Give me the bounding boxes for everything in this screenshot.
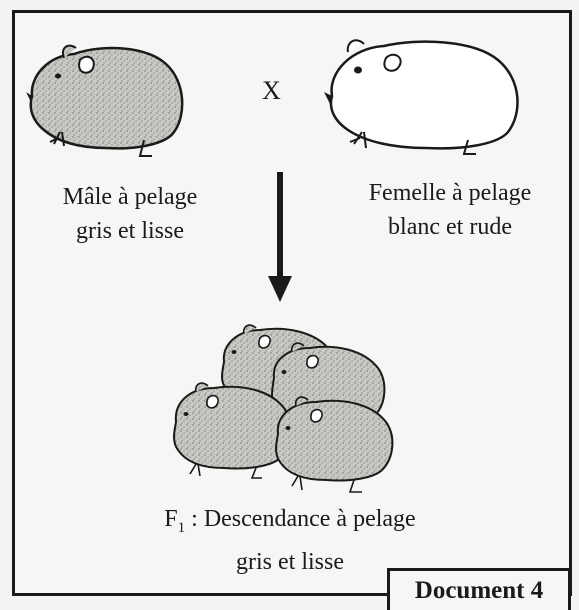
male-label-line1: Mâle à pelage [30, 180, 230, 214]
document-label: Document 4 [415, 577, 543, 605]
male-label-line2: gris et lisse [30, 214, 230, 248]
male-label: Mâle à pelage gris et lisse [30, 180, 230, 248]
offspring-pig-3 [174, 383, 290, 478]
female-label-line1: Femelle à pelage [340, 176, 560, 210]
grey-guinea-pig-icon [24, 34, 189, 164]
offspring-label-line1: F1 : Descendance à pelage [120, 502, 460, 545]
down-arrow-icon [268, 172, 292, 304]
offspring-guinea-pigs-icon [168, 322, 398, 498]
white-guinea-pig-icon [318, 30, 528, 160]
offspring-pig-4 [276, 397, 392, 492]
female-label-line2: blanc et rude [340, 210, 560, 244]
female-label: Femelle à pelage blanc et rude [340, 176, 560, 244]
cross-symbol: X [262, 76, 281, 106]
document-label-box: Document 4 [387, 568, 571, 610]
